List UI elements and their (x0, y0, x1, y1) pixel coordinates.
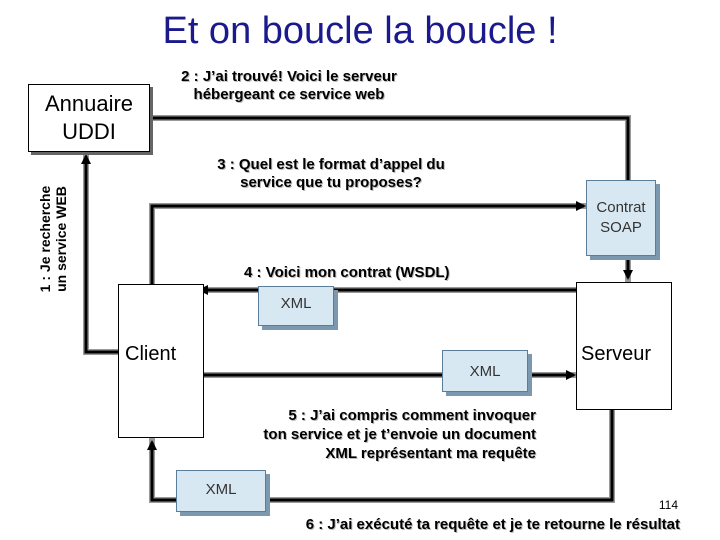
xml-doc-bottom: XML (176, 470, 266, 512)
client-label: Client (125, 343, 177, 365)
step1-line1: 1 : Je recherche (37, 185, 53, 293)
step5-label: 5 : J’ai compris comment invoquer ton se… (240, 406, 536, 463)
step2-line1: 2 : J’ai trouvé! Voici le serveur (181, 68, 397, 85)
uddi-registry-box: Annuaire UDDI (28, 84, 150, 152)
uddi-label: Annuaire UDDI (44, 91, 134, 144)
arrow-step1 (81, 152, 118, 355)
step5-line1: 5 : J’ai compris comment invoquer (288, 407, 536, 424)
step1-label: 1 : Je recherche un service WEB (0, 186, 154, 293)
arrow-step6 (147, 410, 615, 503)
arrow-step2 (150, 115, 633, 282)
xml-doc-middle: XML (442, 350, 528, 392)
server-label: Serveur (581, 343, 652, 365)
step6-label: 6 : J’ai exécuté ta requête et je te ret… (305, 516, 680, 533)
step3-label: 3 : Quel est le format d’appel du servic… (200, 156, 462, 192)
step1-line2: un service WEB (53, 186, 69, 292)
step5-line2: ton service et je t’envoie un document (263, 426, 536, 443)
client-box: Client (118, 284, 204, 438)
page-number: 114 (658, 498, 678, 512)
step5-line3: XML représentant ma requête (325, 445, 536, 462)
page-title: Et on boucle la boucle ! (162, 10, 558, 52)
step3-line1: 3 : Quel est le format d’appel du (217, 156, 445, 173)
xml-doc-top: XML (258, 286, 334, 326)
step2-line2: hébergeant ce service web (193, 86, 385, 103)
server-box: Serveur (576, 282, 672, 410)
soap-contract-doc: Contrat SOAP (586, 180, 656, 256)
arrow-step3 (149, 201, 586, 284)
step3-line2: service que tu proposes? (240, 174, 422, 191)
step2-label: 2 : J’ai trouvé! Voici le serveur héberg… (158, 68, 420, 104)
step4-label: 4 : Voici mon contrat (WSDL) (244, 264, 450, 281)
soap-contract-label: Contrat SOAP (596, 199, 646, 236)
